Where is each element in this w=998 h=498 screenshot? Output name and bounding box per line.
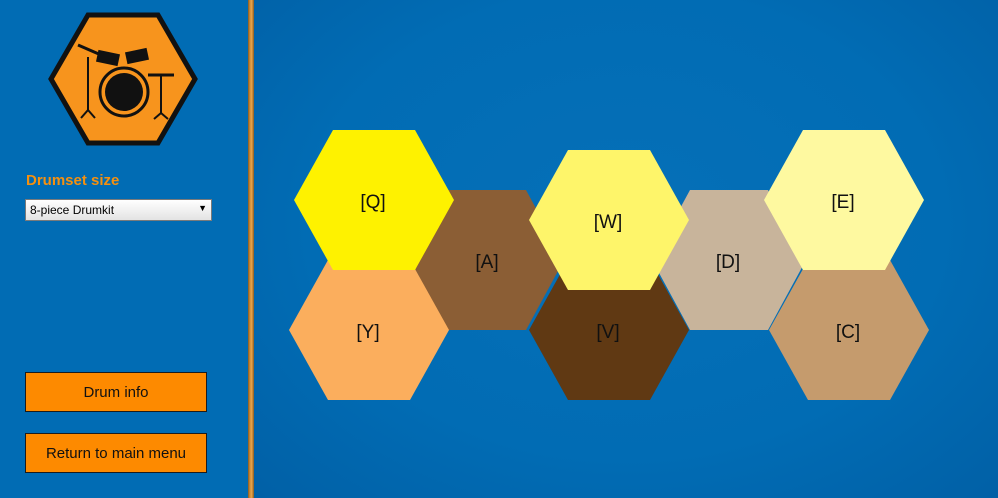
drum-pad-y-hex[interactable] (289, 260, 449, 400)
drum-pad-c-hex[interactable] (769, 260, 929, 400)
return-to-main-menu-button[interactable]: Return to main menu (25, 433, 207, 473)
drum-pad-a-hex[interactable] (410, 190, 564, 330)
drum-pad-e-hex[interactable] (764, 130, 924, 270)
drumset-size-select[interactable]: 8-piece Drumkit ▼ (25, 199, 212, 221)
drumkit-logo-icon (48, 12, 198, 146)
drumset-size-selected: 8-piece Drumkit (30, 203, 115, 217)
dropdown-arrow-icon[interactable]: ▼ (198, 203, 207, 213)
drum-pad-w-hex[interactable] (529, 150, 689, 290)
sidebar: Drumset size 8-piece Drumkit ▼ Drum info… (0, 0, 248, 498)
drum-pad-d-hex[interactable] (652, 190, 806, 330)
drum-pad-q-hex[interactable] (294, 130, 454, 270)
drum-info-button[interactable]: Drum info (25, 372, 207, 412)
drum-pad-v-hex[interactable] (529, 260, 689, 400)
drumset-size-label: Drumset size (26, 172, 120, 189)
panel-divider (248, 0, 254, 498)
